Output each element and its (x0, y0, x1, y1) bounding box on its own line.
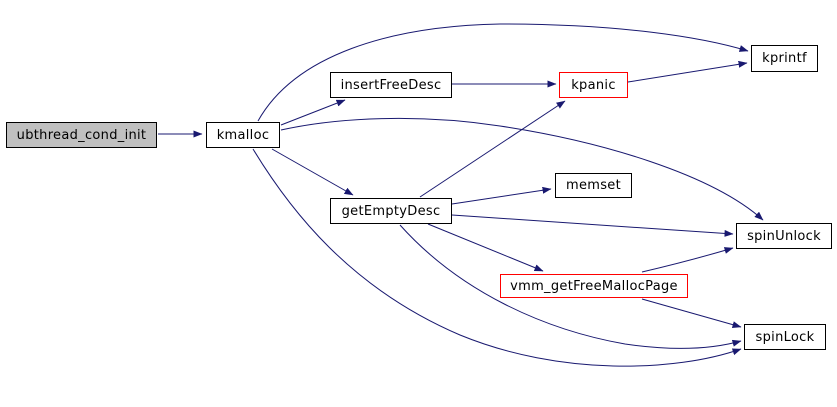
node-kmalloc[interactable]: kmalloc (206, 122, 280, 148)
edge-getEmptyDesc-to-vmm_getFreeMallocPage (427, 223, 544, 272)
edge-vmm_getFreeMallocPage-to-spinUnlock (641, 247, 734, 273)
node-kprintf[interactable]: kprintf (751, 45, 818, 72)
edge-vmm_getFreeMallocPage-to-spinLock (641, 298, 742, 329)
node-spinLock[interactable]: spinLock (744, 324, 826, 350)
edge-getEmptyDesc-to-kpanic (419, 100, 566, 198)
edge-kmalloc-to-getEmptyDesc (271, 148, 354, 196)
node-vmm_getFreeMallocPage[interactable]: vmm_getFreeMallocPage (500, 274, 688, 298)
edge-kmalloc-to-kprintf (257, 23, 749, 122)
edge-kpanic-to-kprintf (627, 60, 748, 83)
node-kpanic[interactable]: kpanic (559, 72, 628, 98)
node-insertFreeDesc[interactable]: insertFreeDesc (330, 72, 452, 98)
node-ubthread_cond_init: ubthread_cond_init (6, 122, 157, 148)
edge-getEmptyDesc-to-spinUnlock (451, 214, 734, 237)
node-spinUnlock[interactable]: spinUnlock (736, 223, 832, 249)
edge-getEmptyDesc-to-memset (451, 186, 552, 205)
node-memset[interactable]: memset (555, 173, 632, 198)
edge-kmalloc-to-insertFreeDesc (280, 99, 346, 126)
edge-getEmptyDesc-to-spinLock (399, 224, 742, 349)
edge-kmalloc-to-spinUnlock (280, 117, 764, 221)
node-getEmptyDesc[interactable]: getEmptyDesc (330, 198, 452, 224)
edge-kmalloc-to-spinLock (252, 148, 742, 367)
